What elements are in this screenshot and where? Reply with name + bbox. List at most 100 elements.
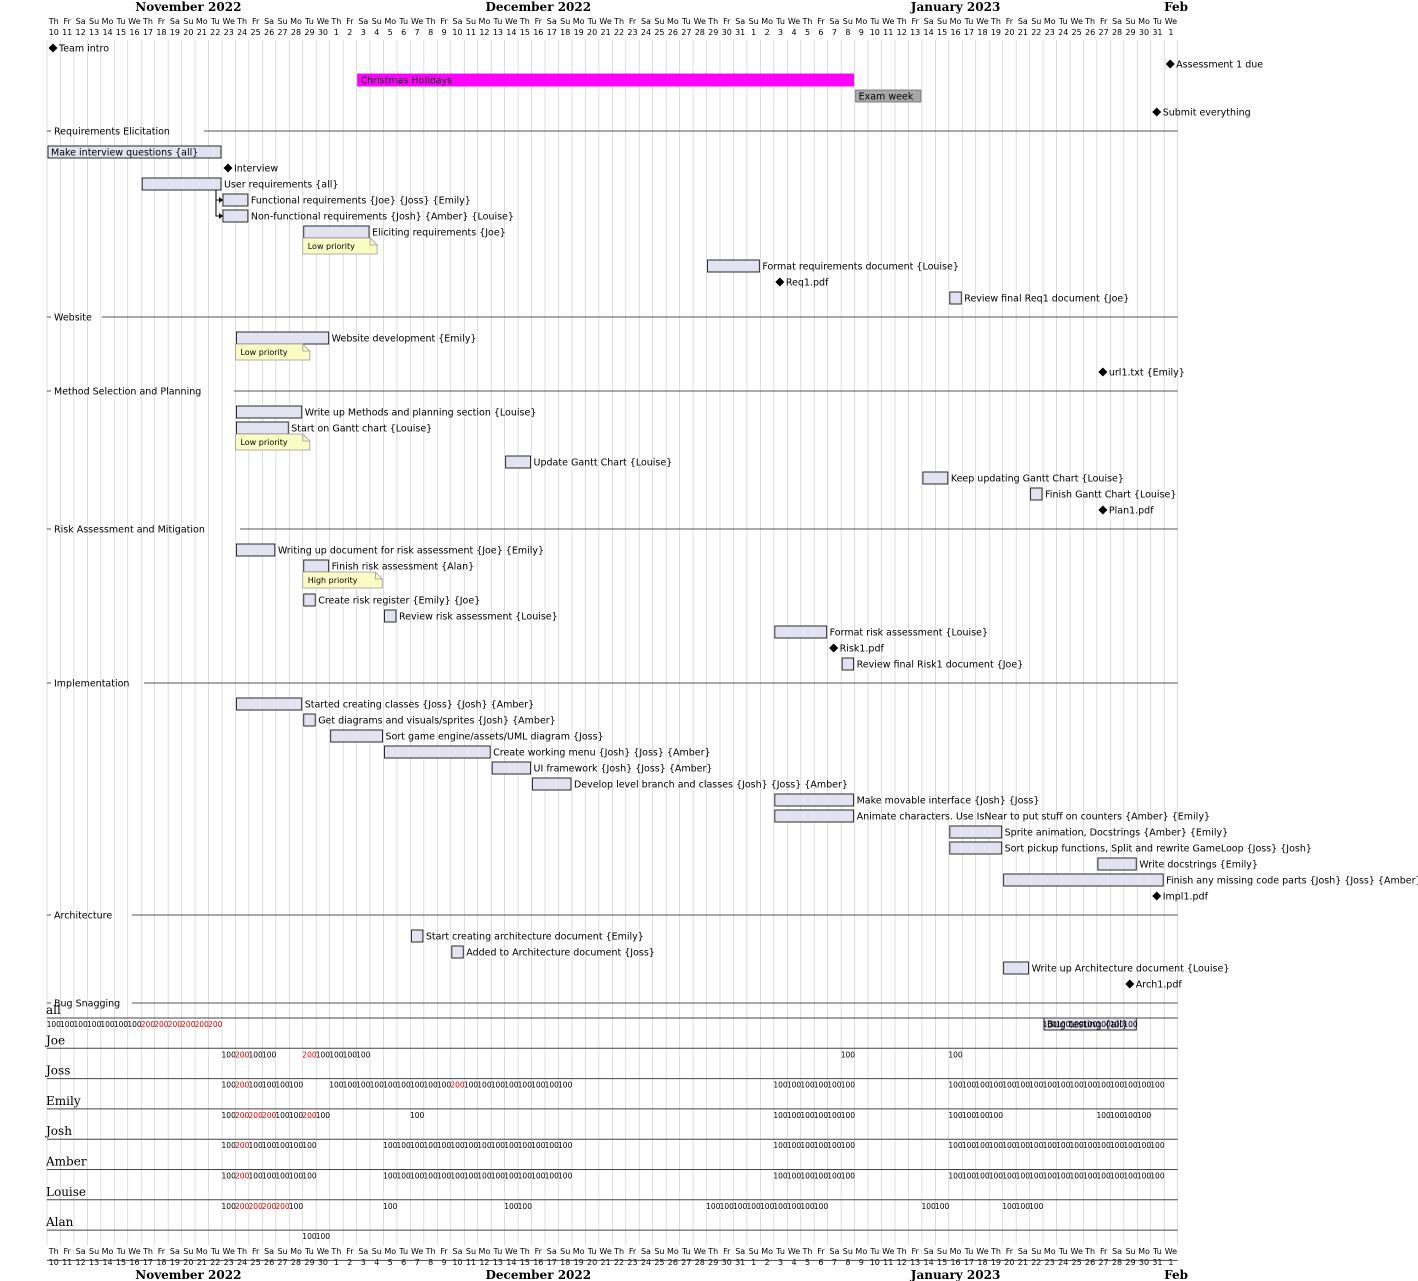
weekday-label: Tu [1058, 1247, 1068, 1256]
weekday-label: Sa [829, 17, 839, 26]
resource-load-value: 100 [491, 1172, 506, 1181]
day-number-label: 18 [156, 28, 166, 37]
day-number-label: 16 [129, 1258, 139, 1267]
resource-load-value: 100 [222, 1050, 237, 1059]
weekday-label: Th [48, 17, 59, 26]
day-number-label: 12 [76, 28, 86, 37]
milestone-label: Impl1.pdf [1163, 892, 1209, 903]
resource-load-value: 100 [1056, 1172, 1071, 1181]
weekday-label: We [882, 17, 894, 26]
resource-name: Josh [44, 1124, 72, 1138]
resource-load-value: 100 [1043, 1020, 1058, 1029]
day-number-label: 4 [374, 1258, 379, 1267]
resource-load-value: 100 [975, 1141, 990, 1150]
day-number-label: 13 [89, 1258, 99, 1267]
day-number-label: 16 [533, 28, 543, 37]
weekday-label: Tu [493, 17, 503, 26]
day-number-label: 18 [156, 1258, 166, 1267]
weekday-label: Mo [761, 17, 773, 26]
resource-load-value: 100 [948, 1111, 963, 1120]
weekday-label: Mo [950, 1247, 962, 1256]
day-number-label: 6 [401, 28, 406, 37]
task-bar [532, 777, 572, 791]
resource-load-value: 100 [827, 1172, 842, 1181]
separator-label: Method Selection and Planning [54, 387, 201, 398]
task-bar [922, 471, 949, 485]
weekday-label: We [599, 1247, 611, 1256]
day-number-label: 21 [600, 1258, 610, 1267]
task-bar [235, 421, 289, 435]
resource-load-value: 100 [827, 1081, 842, 1090]
milestone-diamond [1152, 891, 1162, 901]
weekday-label: Fr [158, 1247, 166, 1256]
resource-load-value: 100 [504, 1202, 519, 1211]
task-label: Review final Risk1 document {Joe} [857, 660, 1024, 671]
resource-load-value: 100 [450, 1172, 465, 1181]
resource-load-value: 100 [222, 1172, 237, 1181]
day-number-label: 24 [237, 28, 247, 37]
task-bar [303, 593, 316, 607]
day-number-label: 20 [1004, 28, 1014, 37]
task-bar [1097, 857, 1137, 871]
day-number-label: 17 [547, 28, 557, 37]
resource-name: Alan [45, 1215, 74, 1229]
day-number-label: 7 [415, 1258, 420, 1267]
milestone-label: Arch1.pdf [1136, 980, 1183, 991]
resource-load-value: 200 [235, 1081, 250, 1090]
task-label: Eliciting requirements {Joe} [372, 228, 506, 239]
day-number-label: 9 [442, 1258, 447, 1267]
weekday-label: Tu [398, 17, 408, 26]
day-number-label: 25 [654, 28, 664, 37]
weekday-label: Su [843, 17, 853, 26]
weekday-label: Fr [346, 17, 354, 26]
weekday-label: Th [1084, 17, 1095, 26]
resource-load-value: 100 [383, 1141, 398, 1150]
weekday-label: Su [654, 17, 664, 26]
task-label: Sort pickup functions, Split and rewrite… [1005, 844, 1312, 855]
weekday-label: We [411, 1247, 423, 1256]
task-label: Finish risk assessment {Alan} [332, 562, 474, 573]
weekday-label: Mo [384, 1247, 396, 1256]
day-number-label: 19 [574, 1258, 584, 1267]
task-bar [303, 559, 330, 573]
task-bar [222, 209, 249, 223]
resource-load-value: 100 [948, 1081, 963, 1090]
task-bar [774, 793, 855, 807]
weekday-label: Tu [210, 17, 220, 26]
day-number-label: 27 [681, 1258, 691, 1267]
day-number-label: 27 [277, 28, 287, 37]
weekday-label: We [223, 17, 235, 26]
resource-load-value: 100 [1123, 1141, 1138, 1150]
resource-load-value: 100 [841, 1111, 856, 1120]
resource-load-value: 100 [504, 1172, 519, 1181]
day-number-label: 24 [237, 1258, 247, 1267]
resource-load-value: 100 [1002, 1081, 1017, 1090]
task-bar [235, 543, 276, 557]
resource-load-value: 100 [410, 1141, 425, 1150]
weekday-label: Th [330, 17, 341, 26]
resource-load-value: 100 [1137, 1172, 1152, 1181]
weekday-label: Sa [76, 17, 86, 26]
resource-load-value: 100 [383, 1081, 398, 1090]
resource-load-value: 100 [222, 1202, 237, 1211]
day-number-label: 13 [910, 28, 920, 37]
day-number-label: 16 [950, 28, 960, 37]
resource-load-value: 100 [800, 1111, 815, 1120]
resource-load-value: 100 [437, 1081, 452, 1090]
weekday-label: Tu [210, 1247, 220, 1256]
day-number-label: 14 [102, 28, 112, 37]
day-number-label: 3 [361, 28, 366, 37]
day-number-label: 23 [224, 28, 234, 37]
resource-load-value: 100 [464, 1081, 479, 1090]
day-number-label: 6 [818, 1258, 823, 1267]
task-bar [774, 809, 855, 823]
task-bar [1030, 487, 1043, 501]
day-number-label: 19 [170, 1258, 180, 1267]
day-number-label: 14 [924, 28, 934, 37]
weekday-label: Tu [1152, 1247, 1162, 1256]
weekday-label: Sa [735, 1247, 745, 1256]
day-number-label: 22 [614, 1258, 624, 1267]
resource-load-value: 100 [410, 1081, 425, 1090]
weekday-label: Th [142, 1247, 153, 1256]
